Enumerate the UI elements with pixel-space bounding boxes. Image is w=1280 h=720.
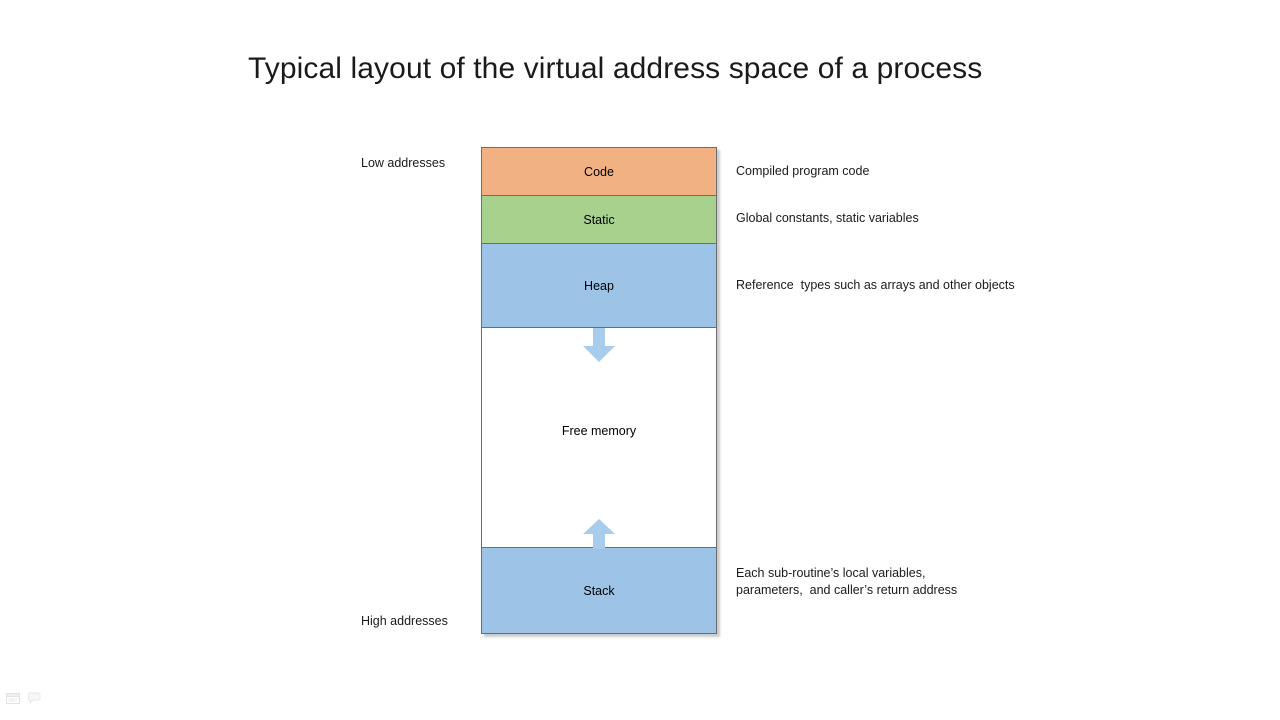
slide-notes-icon[interactable] — [6, 692, 20, 704]
segment-heap: Heap — [481, 243, 717, 328]
segment-stack-label: Stack — [583, 583, 615, 598]
memory-layout-diagram: Code Static Heap Free memory Stack — [481, 147, 717, 634]
segment-code: Code — [481, 147, 717, 196]
segment-static: Static — [481, 195, 717, 244]
stack-grows-up-arrow-icon — [581, 519, 617, 549]
segment-static-label: Static — [583, 212, 615, 227]
comment-icon[interactable] — [28, 692, 42, 704]
page-title: Typical layout of the virtual address sp… — [248, 52, 983, 85]
high-addresses-label: High addresses — [361, 614, 448, 628]
annotation-static: Global constants, static variables — [736, 211, 919, 225]
annotation-heap: Reference types such as arrays and other… — [736, 278, 1015, 292]
segment-stack: Stack — [481, 547, 717, 634]
segment-free-memory-label: Free memory — [561, 424, 637, 438]
low-addresses-label: Low addresses — [361, 156, 446, 170]
segment-heap-label: Heap — [584, 278, 614, 293]
status-icon-group — [6, 692, 42, 704]
annotation-stack: Each sub-routine’s local variables, para… — [736, 566, 958, 597]
segment-free-memory: Free memory — [481, 327, 717, 548]
annotation-code: Compiled program code — [736, 164, 870, 178]
heap-grows-down-arrow-icon — [581, 328, 617, 363]
segment-code-label: Code — [584, 164, 614, 179]
